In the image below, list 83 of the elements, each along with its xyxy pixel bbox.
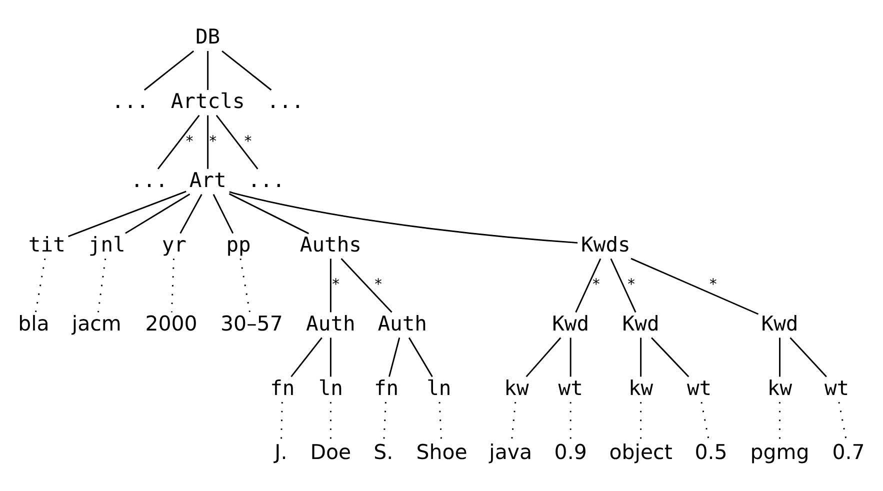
connector	[228, 192, 310, 234]
node-text: Auths	[300, 232, 362, 256]
node-text: ...	[266, 88, 304, 113]
connector	[222, 50, 272, 90]
node-text: 0.5	[694, 440, 728, 464]
node-text: DB	[195, 24, 220, 48]
connector	[388, 337, 400, 376]
connector	[700, 401, 710, 441]
edge-label: *	[185, 132, 194, 150]
node-text: object	[609, 440, 672, 464]
connector	[330, 258, 332, 312]
node-text: ln	[426, 375, 452, 400]
node-text: jacm	[72, 310, 122, 335]
node-text: Kwd	[761, 310, 798, 335]
connector	[207, 50, 209, 90]
connector	[229, 190, 578, 244]
connector	[630, 257, 759, 314]
connector	[207, 114, 209, 168]
node-text: wt	[558, 375, 583, 400]
node-text: tit	[28, 232, 66, 256]
connector	[640, 337, 642, 376]
connector	[212, 194, 234, 234]
node-text: Shoe	[416, 440, 468, 464]
node-text: pp	[226, 232, 251, 256]
connector	[790, 336, 827, 377]
connector	[651, 336, 690, 377]
node-text: yr	[162, 232, 187, 256]
connector	[340, 258, 392, 312]
node-text: Kwd	[622, 310, 660, 335]
node-text: 0.7	[832, 440, 865, 464]
edge-label: *	[331, 276, 340, 293]
connector	[97, 258, 106, 312]
node-text: 30–57	[220, 310, 283, 335]
node-text: Kwds	[581, 232, 630, 256]
node-text: 2000	[145, 310, 198, 335]
node-text: ...	[248, 168, 285, 192]
connector	[125, 192, 190, 234]
node-text: ln	[318, 375, 344, 400]
node-text: fn	[374, 375, 399, 400]
node-text: ...	[130, 168, 168, 192]
edge-label: *	[626, 276, 636, 293]
node-text: ...	[112, 88, 149, 113]
connector	[216, 114, 258, 169]
node-text: Artcls	[170, 88, 245, 113]
connector	[240, 258, 250, 312]
node-text: Kwd	[552, 310, 590, 335]
connector	[779, 337, 780, 376]
connector	[180, 194, 202, 234]
connector	[34, 258, 46, 312]
connector	[610, 258, 636, 312]
edge-label: *	[708, 276, 718, 293]
connector	[408, 336, 433, 377]
node-text: Auth	[378, 310, 428, 335]
connector	[68, 190, 186, 237]
node-text: kw	[628, 375, 654, 400]
node-text: java	[489, 440, 532, 464]
connector	[290, 336, 322, 377]
node-text: J.	[274, 440, 288, 464]
node-text: jnl	[88, 232, 126, 256]
node-text: fn	[270, 375, 295, 400]
node-text: Doe	[310, 440, 352, 464]
node-text: kw	[767, 375, 792, 400]
edge-label: *	[592, 276, 601, 293]
node-text: kw	[504, 375, 529, 400]
edge-label: *	[374, 276, 383, 293]
node-text: Art	[189, 168, 226, 192]
node-text: Auth	[306, 310, 356, 335]
connector	[526, 336, 562, 377]
connector	[570, 337, 572, 376]
connector	[330, 337, 332, 376]
connector	[144, 50, 194, 90]
connector	[575, 258, 602, 312]
connector	[838, 401, 848, 441]
connector	[157, 114, 200, 169]
edge-label: *	[208, 132, 218, 150]
edge-label: *	[244, 132, 252, 150]
node-text: pgmg	[750, 440, 810, 464]
node-text: S.	[374, 440, 394, 464]
node-text: 0.9	[554, 440, 587, 464]
node-text: bla	[18, 310, 50, 335]
node-text: wt	[686, 375, 712, 400]
connector	[510, 402, 516, 441]
node-text: wt	[824, 375, 850, 400]
